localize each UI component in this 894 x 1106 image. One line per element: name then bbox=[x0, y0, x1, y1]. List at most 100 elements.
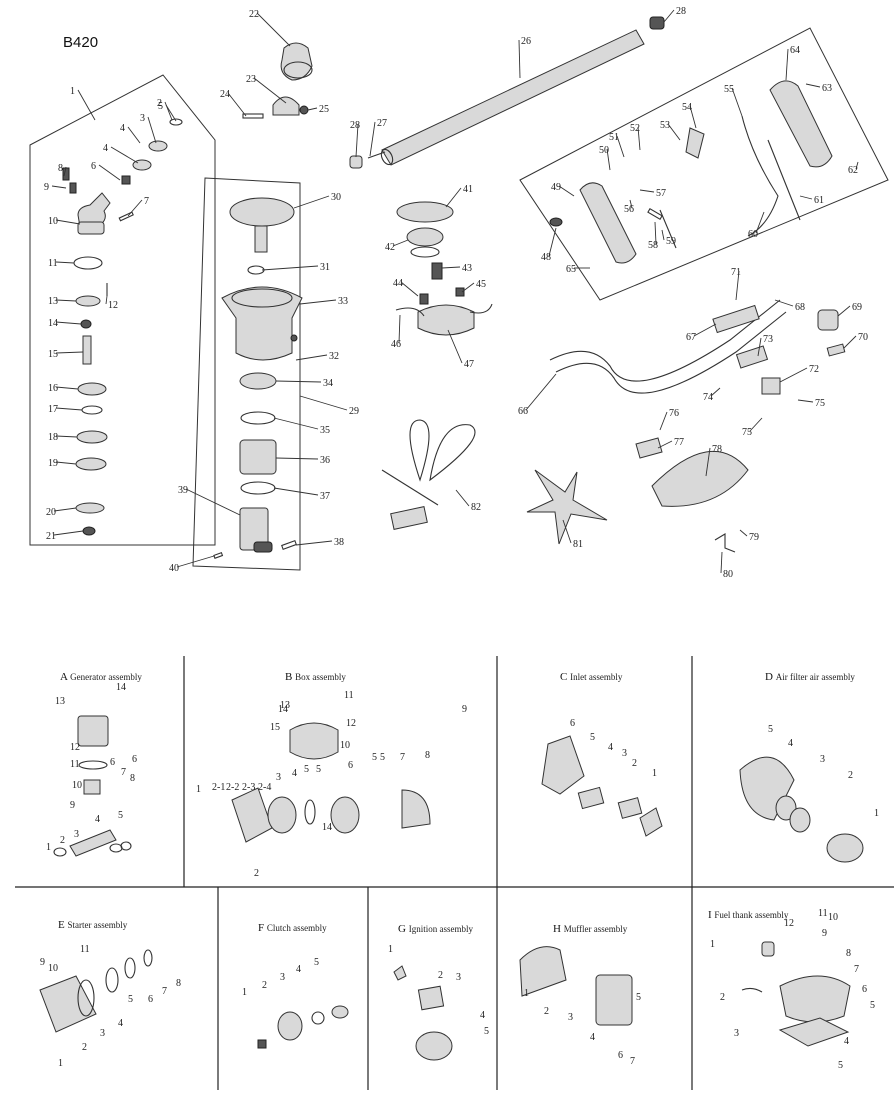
part-number-1: 1 bbox=[70, 86, 75, 97]
leader-line bbox=[398, 314, 401, 344]
part-number-75: 75 bbox=[742, 427, 752, 438]
part-number-labels: 1234456789101112131415161718192021222324… bbox=[40, 6, 879, 1071]
assembly-h-part-3: 3 bbox=[568, 1012, 573, 1023]
leader-line bbox=[275, 457, 319, 460]
leader-line bbox=[548, 227, 557, 257]
part-number-13: 13 bbox=[48, 296, 58, 307]
assembly-a-part-10: 10 bbox=[72, 780, 82, 791]
handle-assembly-frame bbox=[519, 27, 889, 301]
part-number-28: 28 bbox=[676, 6, 686, 17]
starter-assembly-drawing bbox=[39, 949, 153, 1033]
part-number-34: 34 bbox=[323, 378, 333, 389]
assembly-title-i: I Fuel thank assembly bbox=[708, 909, 789, 921]
part-number-40: 40 bbox=[169, 563, 179, 574]
part-number-45: 45 bbox=[476, 279, 486, 290]
part-number-52: 52 bbox=[630, 123, 640, 134]
assembly-f-part-5: 5 bbox=[314, 957, 319, 968]
assembly-title-g: G Ignition assembly bbox=[398, 923, 473, 935]
leader-line bbox=[105, 295, 108, 305]
leader-line bbox=[227, 92, 247, 117]
part-number-4: 4 bbox=[120, 123, 125, 134]
assembly-e-part-7: 7 bbox=[162, 986, 167, 997]
leader-line bbox=[657, 440, 673, 449]
leader-line bbox=[558, 185, 575, 197]
assembly-name: Box assembly bbox=[295, 672, 346, 682]
part-number-43: 43 bbox=[462, 263, 472, 274]
part-number-61: 61 bbox=[814, 195, 824, 206]
part-number-56: 56 bbox=[624, 204, 634, 215]
part-number-3: 3 bbox=[140, 113, 145, 124]
part-number-6: 6 bbox=[91, 161, 96, 172]
trimmer-line-loops bbox=[381, 419, 476, 530]
assembly-g-part-3: 3 bbox=[456, 972, 461, 983]
leader-line bbox=[663, 9, 675, 23]
leader-line bbox=[55, 407, 83, 411]
leader-line bbox=[616, 135, 625, 158]
assembly-i-part-8: 8 bbox=[846, 948, 851, 959]
part-number-36: 36 bbox=[320, 455, 330, 466]
leader-line bbox=[98, 164, 121, 181]
assembly-b-part-2-2: 2-2 bbox=[226, 782, 239, 793]
part-number-24: 24 bbox=[220, 89, 230, 100]
assembly-b-part-12: 12 bbox=[346, 718, 356, 729]
leader-line bbox=[400, 281, 419, 297]
leader-line bbox=[55, 386, 79, 390]
leader-line bbox=[525, 373, 557, 411]
assembly-e-part-10: 10 bbox=[48, 963, 58, 974]
assembly-e-part-3: 3 bbox=[100, 1028, 105, 1039]
part-number-82: 82 bbox=[471, 502, 481, 513]
assembly-title-b: B Box assembly bbox=[285, 671, 346, 683]
part-number-57: 57 bbox=[656, 188, 666, 199]
assembly-g-part-2: 2 bbox=[438, 970, 443, 981]
leader-line bbox=[295, 354, 328, 361]
assembly-a-part-9: 9 bbox=[70, 800, 75, 811]
assembly-b-part-14: 14 bbox=[278, 704, 288, 715]
leader-line bbox=[127, 126, 141, 144]
part-number-55: 55 bbox=[724, 84, 734, 95]
leader-line bbox=[55, 299, 77, 302]
leader-line bbox=[654, 221, 657, 245]
assembly-c-part-6: 6 bbox=[570, 718, 575, 729]
leader-line bbox=[165, 104, 177, 122]
assembly-b-part-10: 10 bbox=[340, 740, 350, 751]
model-number: B420 bbox=[63, 34, 99, 51]
part-number-14: 14 bbox=[48, 318, 58, 329]
leader-line bbox=[441, 266, 461, 269]
leader-line bbox=[447, 329, 463, 364]
part-number-19: 19 bbox=[48, 458, 58, 469]
leader-line bbox=[755, 211, 765, 234]
assembly-b-part-6: 6 bbox=[348, 760, 353, 771]
assembly-letter: C bbox=[560, 671, 570, 683]
assembly-b-part-14: 14 bbox=[322, 822, 332, 833]
leader-line bbox=[127, 199, 143, 217]
assembly-i-part-4: 4 bbox=[844, 1036, 849, 1047]
assembly-b-part-2-3: 2-3 bbox=[242, 782, 255, 793]
assembly-name: Fuel thank assembly bbox=[714, 910, 788, 920]
assembly-letter: G bbox=[398, 923, 409, 935]
leader-line bbox=[693, 323, 717, 337]
assembly-h-part-5: 5 bbox=[636, 992, 641, 1003]
leader-line bbox=[261, 265, 319, 271]
assembly-e-part-9: 9 bbox=[40, 957, 45, 968]
assembly-g-part-4: 4 bbox=[480, 1010, 485, 1021]
leader-line bbox=[295, 540, 333, 546]
assembly-title-d: D Air filter air assembly bbox=[765, 671, 855, 683]
leader-line bbox=[55, 461, 77, 465]
assembly-letter: H bbox=[553, 923, 564, 935]
assembly-b-part-13: 13 bbox=[280, 700, 290, 711]
assembly-g-part-5: 5 bbox=[484, 1026, 489, 1037]
part-number-16: 16 bbox=[48, 383, 58, 394]
head-assembly-frame bbox=[29, 74, 216, 546]
assembly-a-part-5: 5 bbox=[118, 810, 123, 821]
assembly-c-part-3: 3 bbox=[622, 748, 627, 759]
part-number-38: 38 bbox=[334, 537, 344, 548]
part-number-4: 4 bbox=[103, 143, 108, 154]
assembly-i-part-3: 3 bbox=[734, 1028, 739, 1039]
part-number-63: 63 bbox=[822, 83, 832, 94]
part-number-22: 22 bbox=[249, 9, 259, 20]
ignition-assembly-drawing bbox=[393, 965, 453, 1061]
part-number-70: 70 bbox=[858, 332, 868, 343]
assembly-b-part-7: 7 bbox=[400, 752, 405, 763]
leader-line bbox=[185, 488, 241, 516]
assembly-i-part-11: 11 bbox=[818, 908, 828, 919]
